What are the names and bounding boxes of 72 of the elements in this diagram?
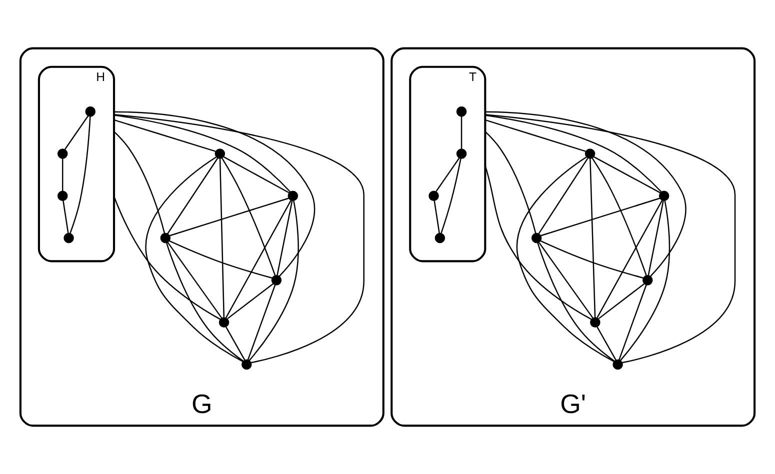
connector	[485, 114, 736, 364]
node-circle	[214, 148, 226, 159]
connector	[596, 326, 616, 360]
connector	[227, 283, 274, 320]
connector	[538, 242, 594, 319]
node-circle	[658, 190, 670, 202]
connector	[598, 283, 645, 320]
node-circle	[85, 106, 96, 117]
node-circle	[428, 190, 439, 202]
node-circle	[242, 359, 252, 370]
connector	[145, 156, 244, 362]
connector	[62, 158, 64, 192]
connector	[114, 131, 166, 234]
connector	[170, 198, 289, 236]
connector	[434, 200, 440, 234]
connector	[167, 242, 222, 319]
node-circle	[57, 190, 68, 202]
connector	[540, 198, 660, 236]
cluster: H	[38, 66, 116, 262]
connector	[648, 200, 664, 276]
connector	[484, 131, 536, 234]
connector	[64, 115, 89, 150]
node-circle	[434, 232, 446, 244]
connector	[485, 111, 686, 277]
node-circle	[590, 317, 600, 328]
connector	[114, 114, 364, 364]
connector	[620, 200, 670, 361]
connector	[166, 242, 244, 362]
connector	[70, 116, 91, 234]
node-circle	[64, 232, 74, 244]
connector	[440, 158, 462, 234]
connector	[221, 158, 276, 276]
connector	[460, 116, 462, 149]
connector	[537, 242, 615, 362]
connector	[516, 156, 614, 362]
connector	[114, 114, 291, 192]
cluster: T	[409, 66, 486, 262]
connector	[485, 114, 662, 192]
connector	[485, 119, 586, 152]
connector	[219, 158, 225, 318]
connector	[114, 119, 216, 152]
connector	[593, 156, 661, 194]
connector	[538, 158, 588, 234]
node-circle	[271, 275, 282, 286]
connector	[592, 158, 647, 276]
connector	[618, 284, 647, 360]
connector	[224, 156, 290, 194]
node-circle	[160, 232, 171, 244]
connector	[248, 200, 299, 361]
node-circle	[218, 317, 230, 328]
node-circle	[612, 359, 623, 370]
connector	[225, 326, 246, 360]
connector	[247, 284, 276, 360]
connector	[168, 240, 272, 279]
connector	[276, 200, 293, 276]
node-circle	[642, 275, 653, 286]
node-circle	[57, 148, 68, 159]
connector	[62, 200, 69, 234]
node-circle	[456, 106, 467, 117]
connector	[113, 196, 221, 320]
connector	[114, 111, 316, 277]
node-circle	[288, 190, 298, 202]
connector	[540, 240, 644, 279]
node-circle	[584, 148, 596, 159]
connector	[225, 200, 292, 318]
connector	[590, 158, 596, 318]
connector	[484, 166, 592, 320]
node-circle	[456, 148, 467, 159]
connector	[436, 158, 460, 192]
connector	[166, 158, 218, 234]
node-circle	[531, 232, 542, 244]
connector	[596, 200, 663, 318]
